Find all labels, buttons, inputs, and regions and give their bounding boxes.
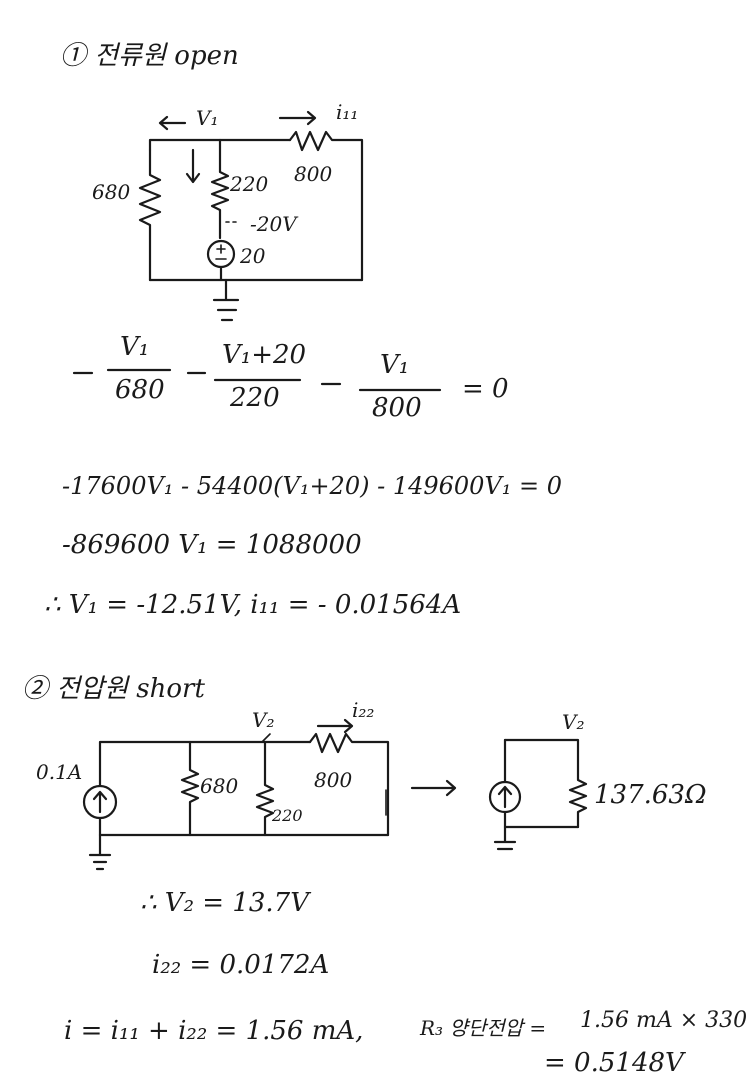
- fraction-1-denominator: 680: [115, 375, 165, 405]
- label-i22: i₂₂: [352, 698, 375, 722]
- equation-line-2: -869600 V₁ = 1088000: [62, 530, 362, 560]
- section1-title: ① 전류원 open: [60, 41, 239, 71]
- fraction-rhs: = 0: [462, 374, 509, 404]
- fraction-2-denominator: 220: [230, 383, 280, 413]
- fraction-3-numerator: V₁: [380, 350, 410, 380]
- label-equiv-v2: V₂: [562, 710, 585, 734]
- circuit-2: [82, 718, 588, 871]
- equation-line-1: -17600V₁ - 54400(V₁+20) - 149600V₁ = 0: [62, 472, 563, 500]
- circuit-1: [138, 110, 364, 322]
- equation-line-3: ∴ V₁ = -12.51V, i₁₁ = - 0.01564A: [44, 590, 462, 620]
- final-r3-calc: 1.56 mA × 330: [580, 1008, 748, 1033]
- label-v1: V₁: [196, 106, 219, 130]
- label-r680: 680: [92, 180, 131, 204]
- fraction-2-numerator: V₁+20: [222, 340, 307, 370]
- final-current: i = i₁₁ + i₂₂ = 1.56 mA,: [64, 1016, 364, 1046]
- result-v2: ∴ V₂ = 13.7V: [140, 888, 309, 918]
- final-r3-label: R₃ 양단전압 =: [420, 1016, 547, 1040]
- label-r800: 800: [294, 162, 333, 186]
- label-r800-2: 800: [314, 768, 353, 792]
- label-r680-2: 680: [200, 774, 239, 798]
- section2-title: ② 전압원 short: [22, 674, 205, 704]
- fraction-1-numerator: V₁: [120, 332, 150, 362]
- final-r3-result: = 0.5148V: [544, 1048, 684, 1078]
- result-i22: i₂₂ = 0.0172A: [152, 950, 330, 980]
- label-r220: 220: [230, 172, 269, 196]
- fraction-3-denominator: 800: [372, 393, 422, 423]
- label-r220-2: 220: [272, 806, 303, 825]
- fraction-bars: [72, 368, 442, 392]
- label-source-voltage: 20: [240, 244, 266, 268]
- label-current-source: 0.1A: [36, 760, 83, 784]
- label-i11: i₁₁: [336, 100, 359, 124]
- label-v2: V₂: [252, 708, 275, 732]
- label-equiv-resistance: 137.63Ω: [594, 780, 707, 810]
- label-node-voltage: -20V: [250, 212, 297, 236]
